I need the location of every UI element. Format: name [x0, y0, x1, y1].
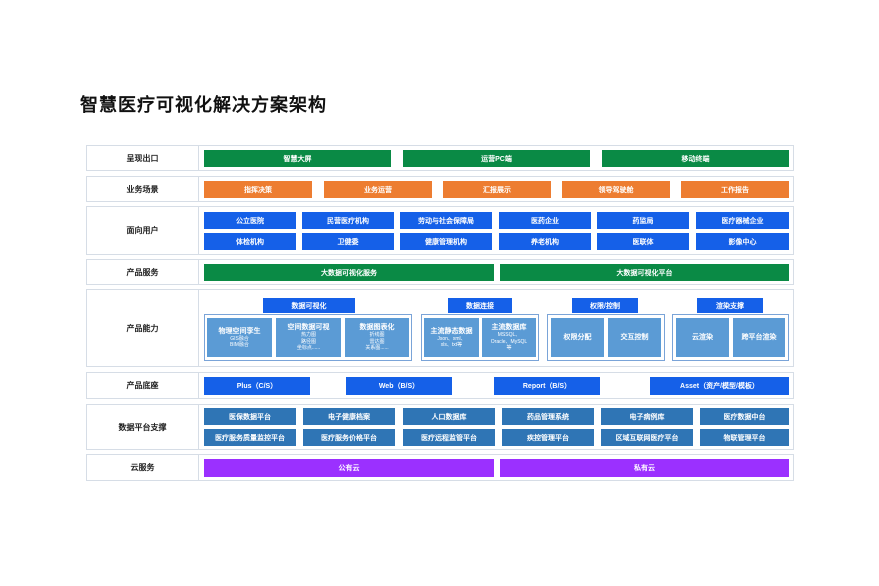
row-presentation: 呈现出口 智慧大屏 运营PC端 移动终端 — [86, 145, 794, 171]
cloud-box-public: 公有云 — [204, 459, 494, 477]
capability-group-connection: 主流静态数据 Json、xml、 xls、txt等 主流数据库 MSSQL、 O… — [421, 314, 539, 361]
presentation-box-mobile: 移动终端 — [602, 150, 789, 167]
capability-item: 空间数据可视 热力图 路径图 坐标点...... — [275, 317, 342, 358]
platform-box: 医保数据平台 — [204, 408, 296, 425]
base-box-plus: Plus（C/S） — [204, 377, 310, 395]
row-label: 呈现出口 — [87, 146, 199, 170]
cloud-box-private: 私有云 — [500, 459, 789, 477]
user-box: 影像中心 — [696, 233, 789, 250]
capability-group-head: 数据可视化 — [263, 298, 355, 313]
scenario-box: 汇报展示 — [443, 181, 551, 198]
user-box: 卫健委 — [302, 233, 394, 250]
user-box: 医联体 — [597, 233, 689, 250]
platform-box: 物联管理平台 — [700, 429, 789, 446]
capability-item: 数据图表化 折线图 雷达图 关系图...... — [344, 317, 410, 358]
capability-item: 主流数据库 MSSQL、 Oracle、MySQL 等 — [481, 317, 537, 358]
capability-item: 交互控制 — [607, 317, 662, 358]
user-box: 劳动与社会保障局 — [400, 212, 492, 229]
row-label: 产品底座 — [87, 373, 199, 398]
row-capabilities: 产品能力 物理空间孪生 GIS融合 BIM融合 空间数据可视 热力图 路径图 坐… — [86, 289, 794, 367]
row-cloud: 云服务 公有云 私有云 — [86, 454, 794, 481]
platform-box: 药品管理系统 — [502, 408, 594, 425]
capability-group-rendering: 云渲染 跨平台渲染 — [672, 314, 789, 361]
capability-group-visualization: 物理空间孪生 GIS融合 BIM融合 空间数据可视 热力图 路径图 坐标点...… — [204, 314, 412, 361]
presentation-box-big-screen: 智慧大屏 — [204, 150, 391, 167]
capability-item: 主流静态数据 Json、xml、 xls、txt等 — [423, 317, 480, 358]
platform-box: 电子病例库 — [601, 408, 693, 425]
scenario-box: 领导驾驶舱 — [562, 181, 670, 198]
page-title: 智慧医疗可视化解决方案架构 — [80, 95, 327, 115]
presentation-box-pc: 运营PC端 — [403, 150, 590, 167]
scenario-box: 业务运营 — [324, 181, 432, 198]
scenario-box: 工作报告 — [681, 181, 789, 198]
platform-box: 医疗远程监管平台 — [403, 429, 495, 446]
service-box: 大数据可视化平台 — [500, 264, 789, 281]
capability-item: 跨平台渲染 — [732, 317, 786, 358]
capability-group-head: 权限/控制 — [572, 298, 638, 313]
capability-item: 物理空间孪生 GIS融合 BIM融合 — [206, 317, 273, 358]
user-box: 民营医疗机构 — [302, 212, 394, 229]
platform-box: 电子健康档案 — [303, 408, 395, 425]
row-scenarios: 业务场景 指挥决策 业务运营 汇报展示 领导驾驶舱 工作报告 — [86, 176, 794, 202]
platform-box: 区域互联网医疗平台 — [601, 429, 693, 446]
scenario-box: 指挥决策 — [204, 181, 312, 198]
capability-group-permission: 权限分配 交互控制 — [547, 314, 665, 361]
row-label: 云服务 — [87, 455, 199, 480]
row-base: 产品底座 Plus（C/S） Web（B/S） Report（B/S） Asse… — [86, 372, 794, 399]
user-box: 医药企业 — [499, 212, 591, 229]
platform-box: 医疗服务价格平台 — [303, 429, 395, 446]
row-label: 产品能力 — [87, 290, 199, 366]
row-label: 数据平台支撑 — [87, 405, 199, 449]
user-box: 医疗器械企业 — [696, 212, 789, 229]
user-box: 药监局 — [597, 212, 689, 229]
row-users: 面向用户 公立医院 民营医疗机构 劳动与社会保障局 医药企业 药监局 医疗器械企… — [86, 206, 794, 255]
row-label: 业务场景 — [87, 177, 199, 201]
platform-box: 医疗数据中台 — [700, 408, 789, 425]
user-box: 养老机构 — [499, 233, 591, 250]
row-label: 产品服务 — [87, 260, 199, 284]
capability-item: 权限分配 — [550, 317, 605, 358]
capability-group-head: 数据连接 — [448, 298, 512, 313]
platform-box: 疾控管理平台 — [502, 429, 594, 446]
base-box-web: Web（B/S） — [346, 377, 452, 395]
platform-box: 医疗服务质量监控平台 — [204, 429, 296, 446]
service-box: 大数据可视化服务 — [204, 264, 494, 281]
base-box-report: Report（B/S） — [494, 377, 600, 395]
row-services: 产品服务 大数据可视化服务 大数据可视化平台 — [86, 259, 794, 285]
user-box: 健康管理机构 — [400, 233, 492, 250]
capability-group-head: 渲染支撑 — [697, 298, 763, 313]
platform-box: 人口数据库 — [403, 408, 495, 425]
capability-item: 云渲染 — [675, 317, 730, 358]
user-box: 公立医院 — [204, 212, 296, 229]
base-box-asset: Asset（资产/模型/模板） — [650, 377, 789, 395]
user-box: 体检机构 — [204, 233, 296, 250]
row-platforms: 数据平台支撑 医保数据平台 电子健康档案 人口数据库 药品管理系统 电子病例库 … — [86, 404, 794, 450]
row-label: 面向用户 — [87, 207, 199, 254]
